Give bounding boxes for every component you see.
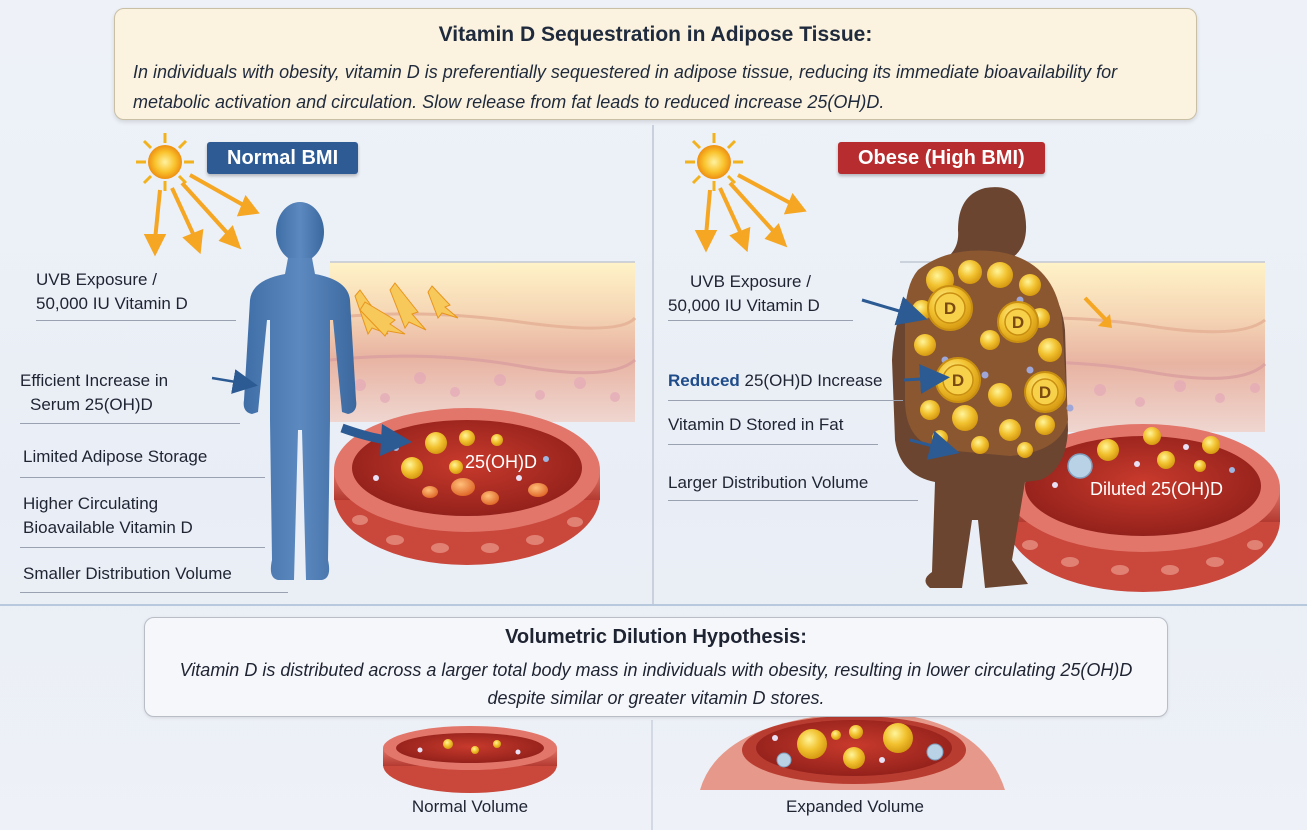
uv-rays-skin-left bbox=[354, 282, 459, 337]
molecule-dot bbox=[1066, 404, 1074, 412]
skin-layer-left bbox=[329, 261, 637, 422]
section-divider bbox=[0, 604, 1307, 606]
vitamin-d-core bbox=[1031, 378, 1059, 406]
vessel-label-left: 25(OH)D bbox=[465, 452, 538, 472]
normal-bmi-badge: Normal BMI bbox=[207, 142, 359, 174]
vessel-label-right: Diluted 25(OH)D bbox=[1090, 479, 1224, 499]
underline bbox=[668, 400, 903, 402]
sun-icon-right bbox=[685, 133, 743, 191]
fat-droplet bbox=[987, 262, 1013, 288]
right-label-stored: Vitamin D Stored in Fat bbox=[668, 415, 844, 434]
fat-droplet bbox=[952, 405, 978, 431]
right-label-reduced: Reduced 25(OH)D Increase bbox=[668, 371, 883, 390]
molecule-dot bbox=[981, 371, 989, 379]
fat-droplet bbox=[920, 400, 940, 420]
caption-normal-volume: Normal Volume bbox=[411, 797, 529, 816]
hypothesis-body: Vitamin D is distributed across a larger… bbox=[179, 660, 1133, 708]
underline bbox=[668, 444, 878, 446]
underline bbox=[20, 592, 288, 594]
hypothesis-callout: Volumetric Dilution Hypothesis: Vitamin … bbox=[144, 617, 1168, 717]
blood-vessel-right bbox=[1006, 424, 1280, 592]
vitamin-d-letter: D bbox=[952, 371, 964, 390]
obese-bmi-badge: Obese (High BMI) bbox=[838, 142, 1045, 174]
large-vessel-expanded bbox=[700, 712, 1005, 790]
panel-divider bbox=[652, 125, 654, 605]
left-label-volume: Smaller Distribution Volume bbox=[23, 564, 232, 583]
underline bbox=[668, 320, 853, 322]
underline bbox=[20, 423, 240, 425]
left-label-uvb: UVB Exposure / 50,000 IU Vitamin D bbox=[36, 270, 188, 313]
header-body: In individuals with obesity, vitamin D i… bbox=[133, 62, 1118, 112]
pointer-arrow-right-3 bbox=[909, 430, 960, 460]
header-title: Vitamin D Sequestration in Adipose Tissu… bbox=[438, 23, 873, 46]
vitamin-d-letter: D bbox=[1012, 313, 1024, 332]
fat-droplet bbox=[1035, 415, 1055, 435]
underline bbox=[20, 547, 265, 549]
fat-droplet bbox=[1019, 274, 1041, 296]
left-label-adipose: Limited Adipose Storage bbox=[23, 447, 208, 466]
hypothesis-title: Volumetric Dilution Hypothesis: bbox=[505, 626, 807, 648]
vitamin-d-letter: D bbox=[1039, 383, 1051, 402]
pointer-arrow-right-2 bbox=[903, 364, 950, 395]
molecule-dot bbox=[1026, 366, 1034, 374]
normal-bmi-body bbox=[243, 202, 357, 580]
fat-droplet bbox=[958, 260, 982, 284]
fat-droplet bbox=[1017, 442, 1033, 458]
sun-icon-left bbox=[136, 133, 194, 191]
small-vessel-normal bbox=[383, 726, 557, 793]
vitamin-d-core bbox=[934, 292, 966, 324]
uv-rays-left bbox=[143, 173, 260, 257]
blood-vessel-left bbox=[334, 408, 600, 565]
fat-droplet bbox=[1038, 338, 1062, 362]
fat-droplet bbox=[971, 436, 989, 454]
underline bbox=[36, 320, 236, 322]
vitamin-d-core bbox=[1004, 308, 1032, 336]
right-label-uvb: UVB Exposure / 50,000 IU Vitamin D bbox=[668, 272, 820, 315]
pointer-arrow-left bbox=[211, 369, 258, 394]
vitamin-d-letter: D bbox=[944, 299, 956, 318]
fat-droplet bbox=[988, 383, 1012, 407]
adipose-fat-cluster: D D D D bbox=[905, 250, 1074, 458]
left-label-efficient: Efficient Increase in Serum 25(OH)D bbox=[20, 371, 169, 414]
arrow-left-1 bbox=[340, 423, 412, 456]
uv-rays-right bbox=[694, 173, 807, 253]
underline bbox=[668, 500, 918, 502]
right-label-volume: Larger Distribution Volume bbox=[668, 473, 869, 492]
pointer-arrow-right-1 bbox=[861, 296, 928, 326]
fat-droplet bbox=[980, 330, 1000, 350]
fat-droplet bbox=[999, 419, 1021, 441]
left-label-circulating: Higher Circulating Bioavailable Vitamin … bbox=[23, 494, 193, 537]
underline bbox=[20, 477, 265, 479]
fat-droplet bbox=[914, 334, 936, 356]
caption-expanded-volume: Expanded Volume bbox=[786, 797, 924, 816]
header-callout: Vitamin D Sequestration in Adipose Tissu… bbox=[114, 8, 1197, 120]
fat-droplet bbox=[932, 430, 948, 446]
